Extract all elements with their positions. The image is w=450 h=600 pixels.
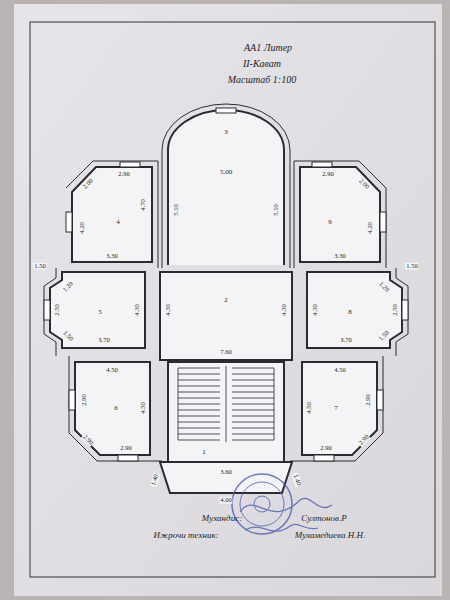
stair-line [232,404,274,405]
dimension: 4.50 [140,401,147,414]
stair-line [178,398,220,399]
signature-role: Ижрочи техник: [153,531,218,540]
room-number: 5 [97,309,103,316]
dimension: 3.70 [339,337,352,344]
stair-line [178,410,220,411]
dimension: 4.70 [140,198,147,211]
stair-line [178,368,179,440]
room-number: 1 [201,449,207,456]
room-number: 2 [223,297,229,304]
room-number: 9 [327,219,333,226]
dimension: 4.30 [281,303,288,316]
stair-line [178,386,220,387]
dimension: 2.50 [54,303,61,316]
room-number: 7 [333,405,339,412]
signature-name: Султонов.Р [301,514,346,523]
dimension: 4.30 [165,303,172,316]
stair-line [178,428,220,429]
stair-line [178,368,220,369]
stair-line [232,440,274,441]
dimension: 2.90 [365,393,372,406]
dimension: 4.00 [219,497,232,504]
dimension: 5.10 [173,203,180,216]
stair-line [232,368,274,369]
dimension: 4.50 [105,367,118,374]
dimension: 1.50 [405,263,418,270]
stair-line [178,404,220,405]
dimension: 4.30 [312,303,319,316]
room-number: 8 [347,309,353,316]
dimension: 4.50 [333,367,346,374]
stair-line [232,374,274,375]
stair-line [232,416,274,417]
stair-line [178,392,220,393]
scale-note: Масштаб 1:100 [228,75,296,85]
stair-line [178,422,220,423]
room-number: 4 [115,219,121,226]
dimension: 2.90 [319,445,332,452]
dimension: 4.30 [134,303,141,316]
dimension: 3.70 [97,337,110,344]
stair-line [178,380,220,381]
stair-line [178,416,220,417]
floor-name: II-Кават [243,59,281,69]
stair-line [232,386,274,387]
dimension: 4.20 [367,221,374,234]
room-number: 6 [113,405,119,412]
stair-line [232,392,274,393]
dimension: 2.50 [392,303,399,316]
stair-line [178,374,220,375]
dimension: 2.90 [119,445,132,452]
signature-role: Мухандис: [202,514,242,523]
sheet-title: АА1 Литер [244,43,292,53]
dimension: 5.00 [219,169,233,176]
stair-line [232,410,274,411]
dimension: 5.10 [273,203,280,216]
room-number: 3 [223,129,229,136]
dimension: 2.90 [81,393,88,406]
stair-line [232,398,274,399]
dimension: 4.20 [79,221,86,234]
signature-name: Мухамедиева Н.Н. [295,531,365,540]
dimension: 3.30 [105,253,118,260]
stair-line [226,366,227,442]
dimension: 3.60 [219,469,232,476]
stair-line [232,380,274,381]
stair-line [232,428,274,429]
dimension: 4.50 [306,401,313,414]
stair-line [232,434,274,435]
stair-line [178,440,220,441]
dimension: 2.90 [117,171,130,178]
dimension: 3.30 [333,253,346,260]
dimension: 7.60 [219,349,232,356]
stair-line [232,422,274,423]
stair-line [178,434,220,435]
dimension: 1.50 [33,263,46,270]
dimension: 2.90 [321,171,334,178]
stair-line [274,368,275,440]
